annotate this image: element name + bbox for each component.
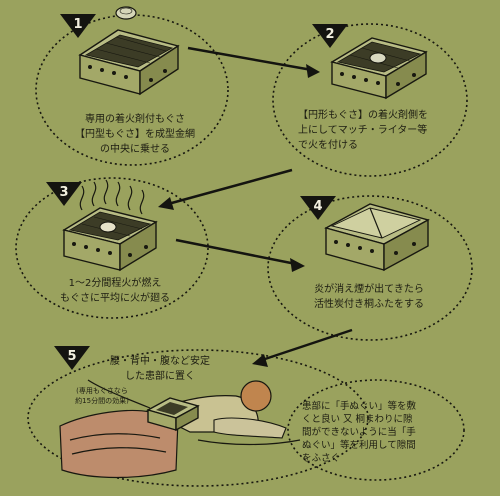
caption-line: 上にしてマッチ・ライター等 [298,125,428,136]
towel-note: 患部に「手ぬぐい」等を敷 くと良い 又 桐まわりに隙 間ができないように当「手 … [302,400,450,465]
burning-moxa-icon [369,52,387,64]
caption-line: もぐさに平均に火が廻る [60,293,170,304]
step-2-marker [312,24,348,48]
step-4-caption: 炎が消え煙が出てきたら 活性炭付き桐ふたをする [294,282,444,312]
step-2-panel [272,23,468,177]
step-1-caption: 専用の着火剤付もぐさ 【円型もぐさ】を成型金網 の中央に乗せる [72,112,198,157]
step-1-marker [60,14,96,38]
moxa-box-on-back [146,397,200,432]
caption-line: 専用の着火剤付もぐさ [85,114,185,125]
step-5-caption: 腰・背中・腹など安定 した患部に置く [90,354,230,384]
caption-line: で火を付ける [298,140,358,151]
step-2-oval [272,23,468,177]
step-3-caption: 1～2分間程火が燃え もぐさに平均に火が廻る [52,276,178,306]
step-3-panel [15,177,209,319]
arrow-2-to-3 [158,168,293,210]
step-4-number: 4 [313,199,322,214]
step-5-oval [27,349,369,487]
caption-line: 活性炭付き桐ふたをする [314,299,424,310]
step-1-panel [35,6,229,166]
step-4-marker [300,196,336,220]
patient-figure [59,380,301,479]
arrow-4-to-5 [252,328,353,367]
step-2-number: 2 [325,27,334,42]
step-4-panel [267,195,473,341]
note-line: をふさぐ [302,453,341,464]
patient-head [240,380,272,412]
step-1-number: 1 [73,17,82,32]
note-line: ぬぐい」等を利用して隙間 [302,440,416,451]
duration-note: (専用もぐさなら 約15分間の効果) [60,386,144,406]
flames-icon [79,179,145,215]
step-2-caption: 【円形もぐさ】の着火剤側を 上にしてマッチ・ライター等 で火を付ける [298,108,448,153]
moxa-box-2 [330,37,428,100]
step-5-number: 5 [67,349,76,364]
note-line: 間ができないように当「手 [302,427,416,438]
label-pointer [87,379,151,409]
arrow-3-to-4 [175,238,305,272]
step-3-marker [46,182,82,206]
blanket [59,409,179,479]
caption-line: の中央に乗せる [100,144,170,155]
step-3-oval [15,177,209,319]
patient-arms [213,417,287,439]
moxa-box-1 [78,29,180,96]
caption-line: 炎が消え煙が出てきたら [314,284,424,295]
caption-line: 1～2分間程火が燃え [68,278,162,289]
step-4-oval [267,195,473,341]
arrow-1-to-2 [187,46,320,78]
note-line: くと良い 又 桐まわりに隙 [302,414,413,425]
step-5-marker [54,346,90,370]
moxa-box-4-with-lid [324,203,430,272]
caption-line: 【円型もぐさ】を成型金網 [75,129,195,140]
moxa-disc-icon [115,6,137,20]
step-3-number: 3 [59,185,68,200]
caption-line: 腰・背中・腹など安定 [110,356,210,367]
step-1-oval [35,14,229,166]
caption-line: 【円形もぐさ】の着火剤側を [298,110,428,121]
note-line: 患部に「手ぬぐい」等を敷 [302,401,417,412]
step-5-panel [27,346,465,487]
towel-note-oval [287,379,465,481]
caption-line: した患部に置く [125,371,195,382]
note-line: (専用もぐさなら [76,387,128,395]
moxa-box-3 [62,207,158,272]
note-line: 約15分間の効果) [75,397,129,405]
